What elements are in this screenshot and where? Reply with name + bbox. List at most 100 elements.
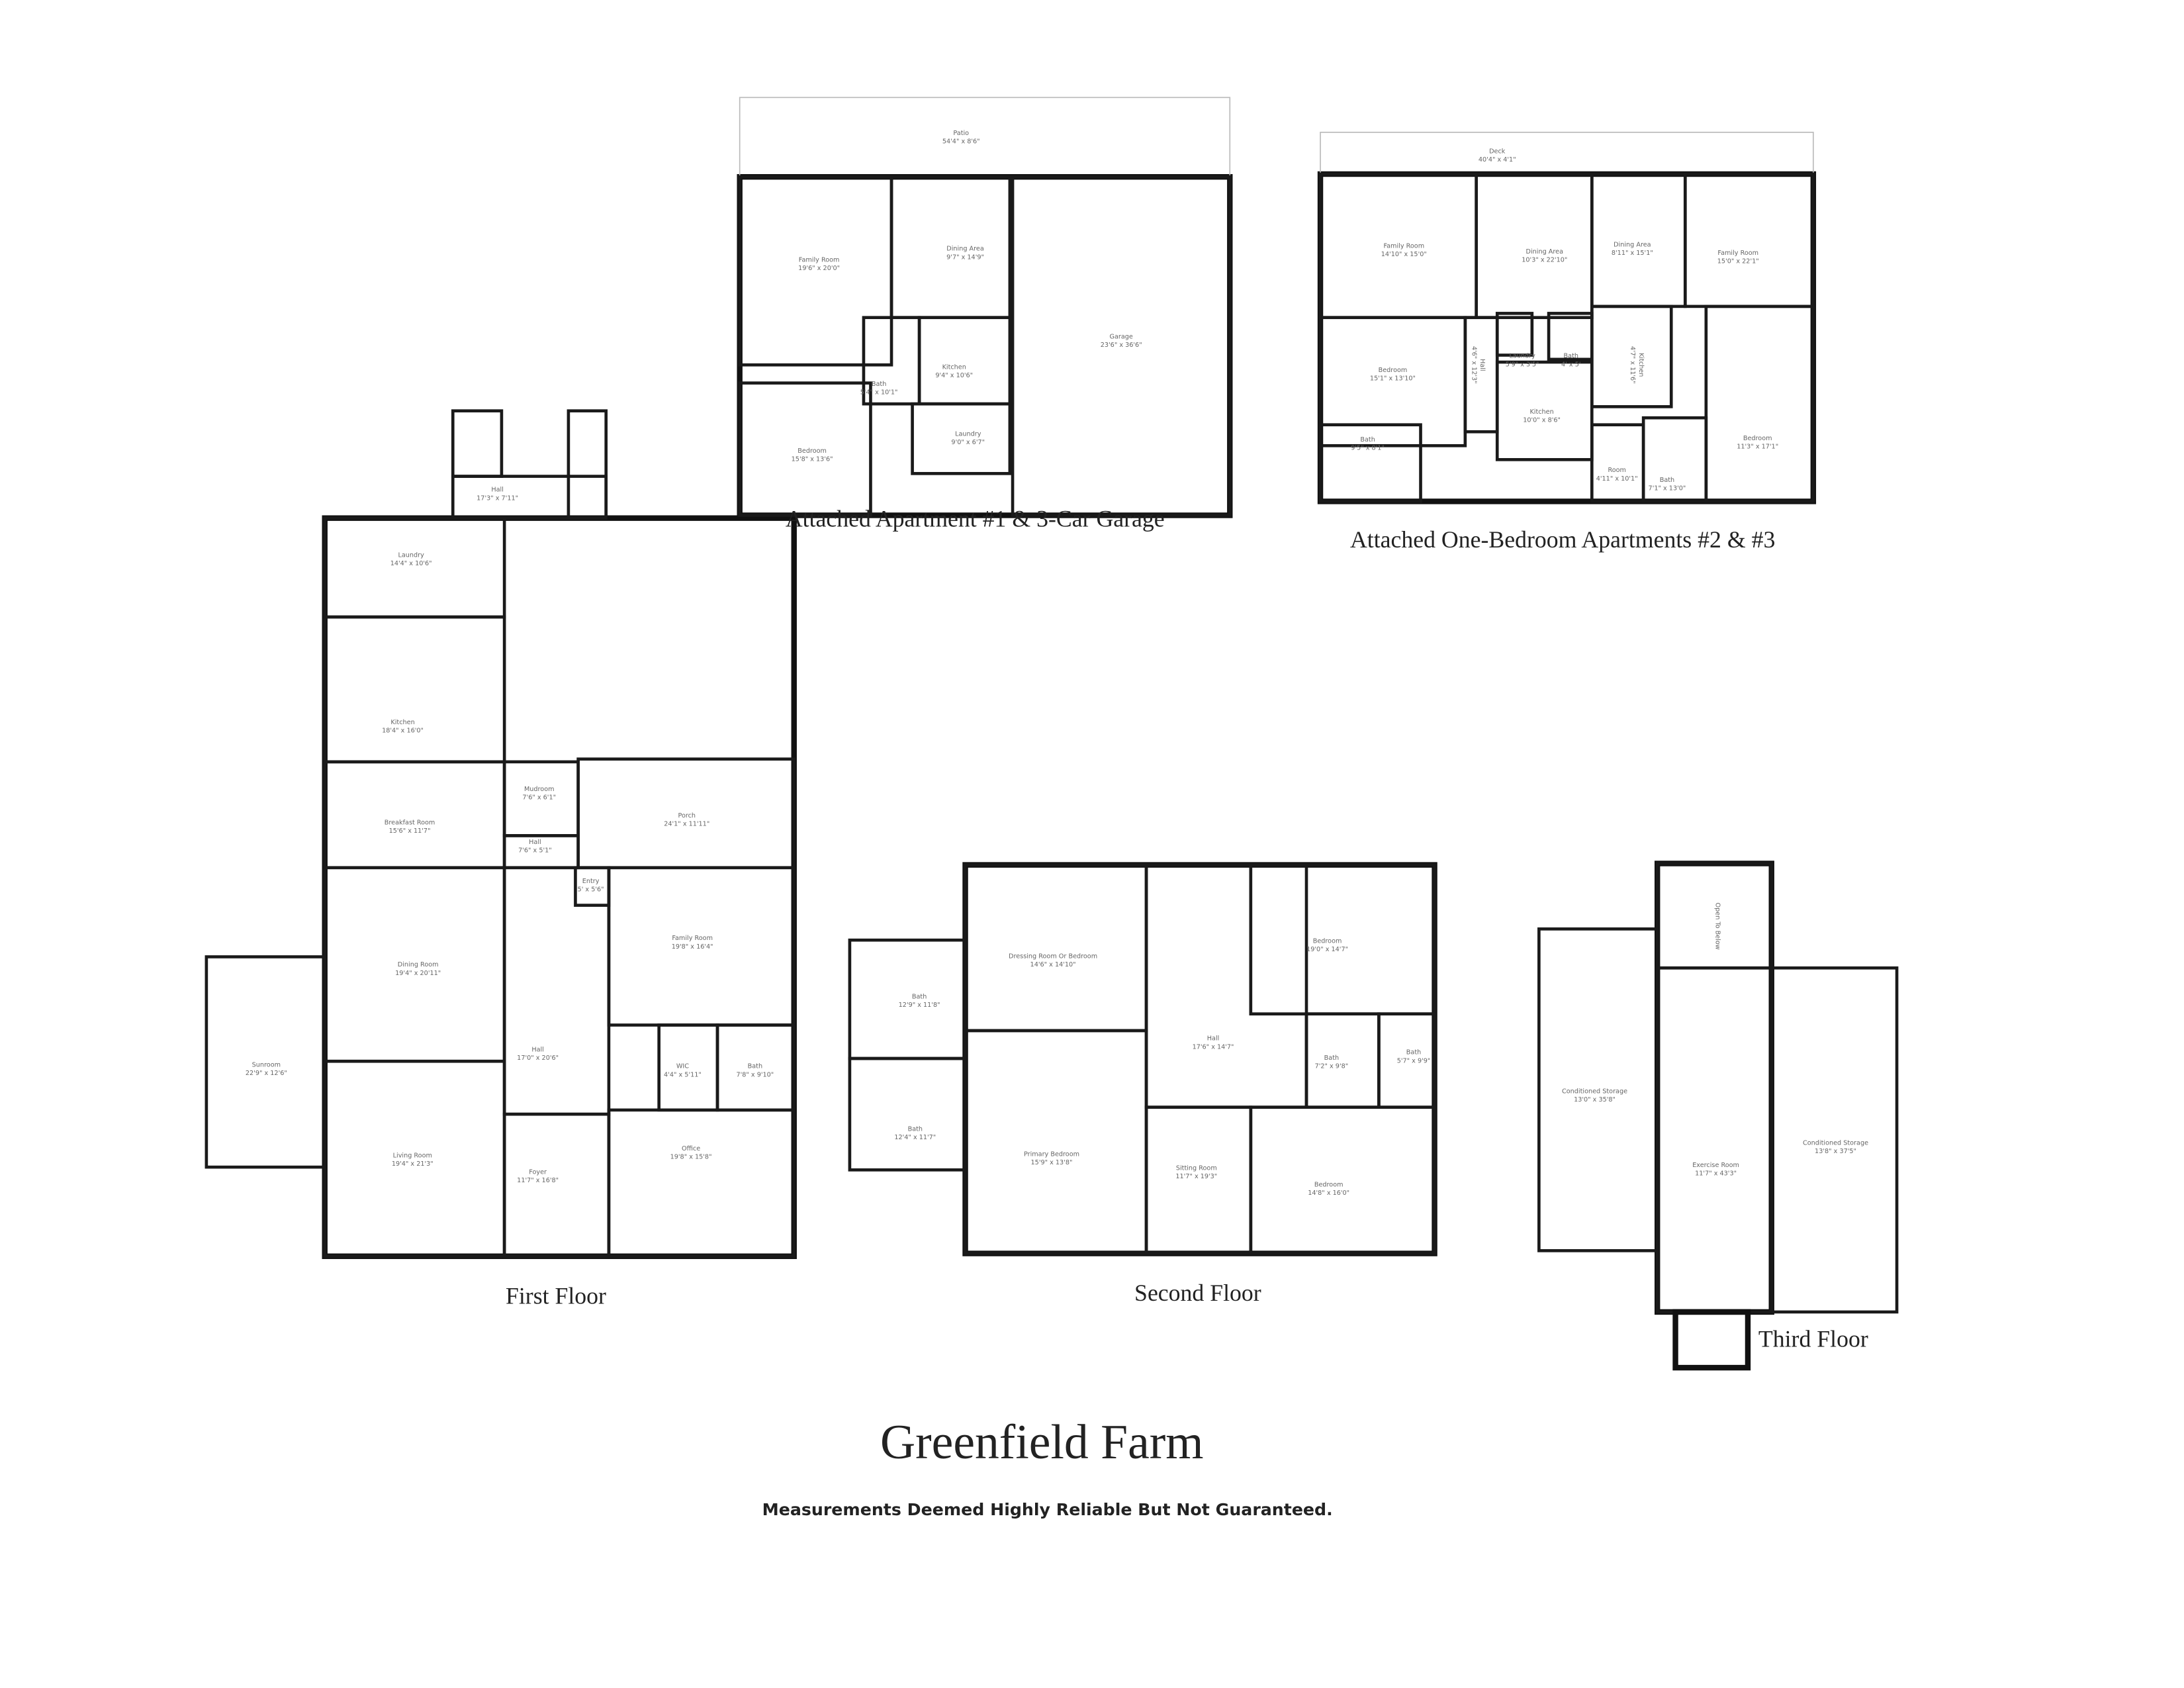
room-outline bbox=[1463, 316, 1499, 434]
room-dimensions: 15'8" x 13'6" bbox=[792, 455, 833, 463]
room-name: Porch bbox=[678, 812, 696, 820]
room-dimensions: 13'0" x 35'8" bbox=[1574, 1096, 1615, 1103]
room-outline bbox=[1495, 312, 1534, 357]
room-name: Dining Room bbox=[398, 961, 439, 968]
room-outline bbox=[1011, 175, 1232, 517]
room-dimensions: 4'7" x 11'6" bbox=[1629, 346, 1636, 384]
room-name: Laundry bbox=[955, 431, 981, 438]
room-outline bbox=[1144, 1105, 1253, 1255]
room-name: Bedroom bbox=[1313, 937, 1342, 945]
room-outline bbox=[1770, 966, 1899, 1314]
room-dimensions: 15'6" x 11'7" bbox=[389, 827, 431, 835]
room-name: Bath bbox=[1564, 353, 1578, 360]
exterior-wall bbox=[737, 173, 1233, 518]
room-dimensions: 14'10" x 15'0" bbox=[1381, 251, 1427, 258]
room-outline bbox=[917, 316, 1012, 406]
main-title: Greenfield Farm bbox=[880, 1415, 1204, 1469]
room-outline bbox=[1590, 305, 1673, 408]
room-dimensions: 12'9" x 11'8" bbox=[899, 1002, 940, 1009]
room-dimensions: 4'4" x 5'11" bbox=[664, 1071, 702, 1078]
room-label: Open To Below bbox=[1714, 903, 1721, 950]
room-outline bbox=[1704, 305, 1815, 503]
room-name: Dressing Room Or Bedroom bbox=[1009, 953, 1097, 961]
room-name: Dining Area bbox=[1614, 241, 1651, 248]
room-name: Bath bbox=[1324, 1055, 1339, 1062]
room-name: Laundry bbox=[1509, 353, 1535, 360]
room-outline bbox=[323, 516, 506, 619]
room-dimensions: 14'8" x 16'0" bbox=[1308, 1190, 1349, 1197]
room-dimensions: 7'8" x 9'10" bbox=[736, 1071, 774, 1078]
room-name: Living Room bbox=[393, 1152, 432, 1159]
room-dimensions: 11'7" x 19'3" bbox=[1175, 1173, 1217, 1180]
room-name: Garage bbox=[1110, 333, 1133, 340]
room-outline bbox=[738, 381, 872, 517]
room-dimensions: 15'0" x 22'1" bbox=[1717, 258, 1759, 265]
room-outline bbox=[1304, 1012, 1381, 1109]
room-outline bbox=[323, 760, 506, 870]
room-name: Hall bbox=[1479, 359, 1486, 371]
room-name: Bedroom bbox=[797, 447, 827, 455]
plan-title-first-floor: First Floor bbox=[506, 1282, 606, 1309]
room-dimensions: 19'8" x 15'8" bbox=[670, 1153, 712, 1160]
room-dimensions: 10'0" x 8'6" bbox=[1523, 417, 1561, 424]
room-outline bbox=[964, 1029, 1148, 1255]
room-name: Bedroom bbox=[1314, 1182, 1343, 1189]
outdoor-area-outline bbox=[739, 97, 1231, 178]
room-dimensions: 7'6" x 5'1" bbox=[518, 847, 552, 855]
room-dimensions: 9'5" x 8'1" bbox=[1351, 445, 1385, 452]
walls bbox=[205, 97, 1899, 1371]
room-dimensions: 17'3" x 7'11" bbox=[477, 494, 518, 502]
room-label: Dining Area 8'11" x 15'1" bbox=[1612, 241, 1653, 257]
room-dimensions: 19'4" x 20'11" bbox=[395, 970, 441, 977]
room-dimensions: 7'1" x 13'0" bbox=[1649, 485, 1686, 492]
room-name: Hall bbox=[531, 1046, 544, 1053]
room-outline bbox=[1318, 423, 1422, 503]
room-name: Conditioned Storage bbox=[1562, 1088, 1627, 1096]
exterior-wall bbox=[1672, 1309, 1751, 1371]
room-dimensions: 5'4" x 10'1" bbox=[860, 389, 898, 396]
room-name: Bath bbox=[908, 1125, 923, 1133]
room-dimensions: 8'11" x 15'1" bbox=[1612, 250, 1653, 257]
plan-title-second-floor: Second Floor bbox=[1134, 1280, 1261, 1306]
room-name: Family Room bbox=[799, 257, 840, 264]
room-name: Open To Below bbox=[1714, 903, 1721, 950]
room-dimensions: 19'0" x 14'7" bbox=[1306, 946, 1348, 953]
room-name: Bath bbox=[872, 381, 886, 388]
plan-title-apartments-2-3: Attached One-Bedroom Apartments #2 & #3 bbox=[1350, 526, 1775, 553]
room-name: Family Room bbox=[1383, 243, 1424, 250]
room-outline bbox=[1590, 423, 1645, 503]
room-dimensions: 12'4" x 11'7" bbox=[894, 1134, 936, 1141]
room-dimensions: 13'8" x 37'5" bbox=[1815, 1148, 1856, 1155]
room-name: Hall bbox=[529, 839, 541, 846]
exterior-wall bbox=[322, 515, 797, 1259]
room-name: Bedroom bbox=[1379, 367, 1408, 374]
exterior-wall bbox=[1317, 171, 1817, 504]
